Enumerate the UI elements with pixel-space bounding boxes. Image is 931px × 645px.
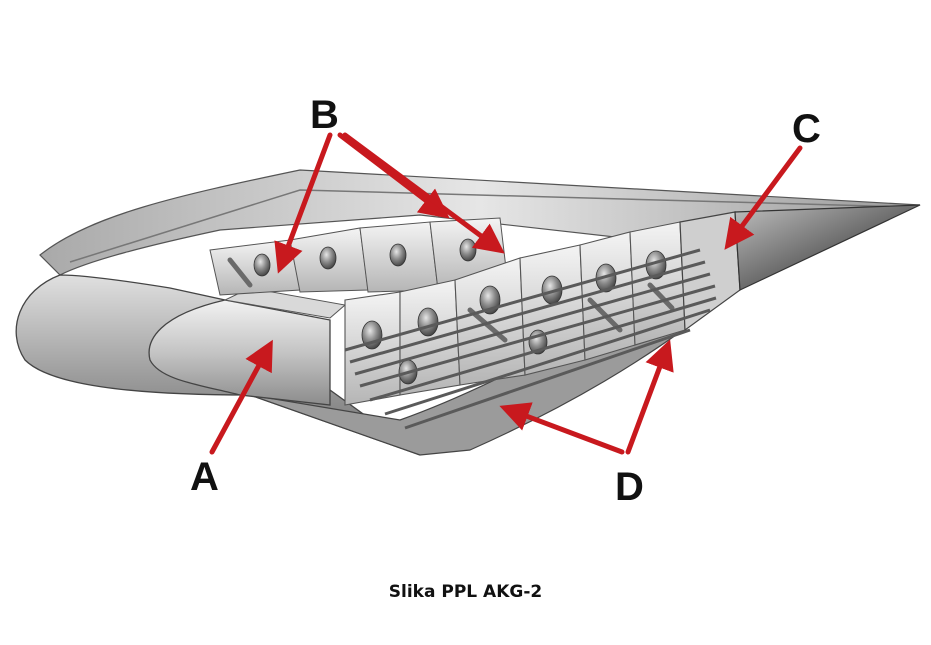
arrow-d-right [625, 339, 674, 455]
lightening-holes [253, 238, 667, 385]
upper-skin [39, 169, 921, 276]
figure-caption: Slika PPL AKG-2 [388, 582, 543, 602]
arrow-b-right [342, 132, 505, 254]
front-spar [148, 299, 331, 406]
lower-stringers [344, 248, 717, 430]
arrow-b-mid [337, 132, 450, 219]
label-d: D [615, 465, 644, 509]
label-a: A [190, 455, 219, 499]
trailing-edge [734, 204, 921, 291]
wing-structure-diagram: A B C D [15, 93, 921, 509]
arrow-d-left [499, 402, 625, 455]
upper-skin-seam [69, 189, 911, 263]
arrow-a [209, 339, 273, 455]
arrow-b-left [274, 132, 333, 274]
label-c: C [792, 107, 821, 151]
rear-spar [679, 211, 741, 332]
callout-arrows [209, 132, 803, 455]
arrow-c [724, 145, 803, 250]
label-b: B [310, 93, 339, 137]
